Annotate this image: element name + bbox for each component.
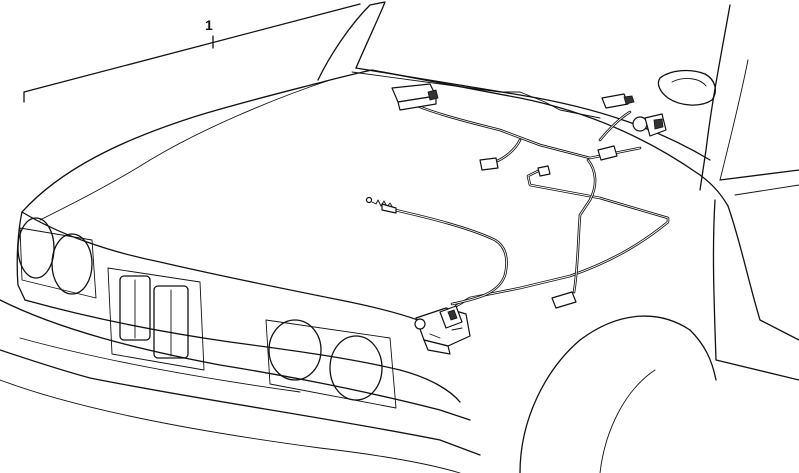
mirror-inner (671, 78, 707, 87)
hood-front-edge (21, 211, 441, 331)
bumper-crease (19, 337, 301, 393)
front-panel (24, 299, 461, 403)
headlight-outer-left (17, 217, 55, 279)
headlight-housing-right (265, 319, 397, 409)
grille-surround (107, 267, 205, 371)
hood-crease (39, 79, 331, 221)
windshield-frame (317, 1, 386, 81)
headlight-inner-left (51, 233, 93, 295)
control-module (391, 83, 439, 111)
a-pillar-inner (719, 59, 749, 181)
sensor-plug (601, 93, 635, 109)
fender-top (727, 205, 799, 341)
connector-lower (551, 291, 577, 309)
hood-outline (21, 69, 729, 213)
hood-release-spring (365, 196, 397, 214)
side-mirror (657, 69, 716, 106)
fender-side (712, 199, 799, 381)
wiring-harness (393, 100, 670, 308)
kidney-grille-left (119, 275, 151, 341)
a-pillar (699, 4, 731, 191)
connector-small-left (479, 157, 499, 171)
hood-lock-actuator (414, 305, 471, 355)
door-line (734, 184, 799, 196)
bumper-top (0, 299, 471, 421)
switch-assembly (632, 113, 667, 137)
wheel-arch (519, 315, 691, 473)
fender-lower (689, 329, 717, 381)
kidney-grille-right (153, 285, 189, 359)
wheel-arch-inner (599, 369, 656, 473)
door-edge (719, 169, 799, 181)
windshield-base (355, 67, 711, 161)
callout-1: 1 (23, 3, 361, 103)
bumper-chin (0, 379, 461, 473)
inline-connector (537, 165, 551, 177)
headlight-housing-left (19, 227, 97, 299)
headlight-outer-right (268, 319, 322, 381)
callout-bracket-1 (23, 3, 361, 103)
relay-connector (597, 145, 618, 161)
bumper-bottom (0, 349, 481, 456)
wiper-line (351, 71, 601, 119)
callout-label-1: 1 (205, 17, 213, 33)
